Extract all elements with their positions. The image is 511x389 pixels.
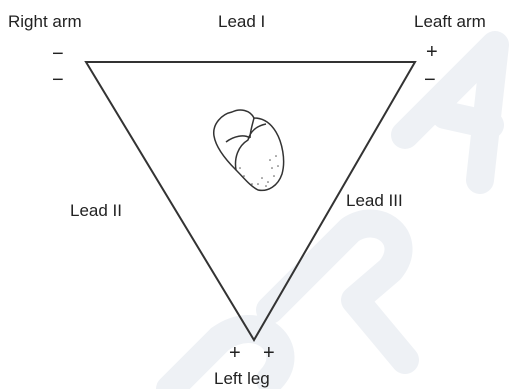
heart-icon: [214, 110, 284, 190]
left-arm-sign-top: +: [426, 42, 438, 62]
heart-texture: [239, 155, 279, 187]
left-arm-label: Leaft arm: [414, 13, 486, 30]
left-leg-sign-right: +: [263, 343, 275, 363]
left-arm-sign-bottom: −: [424, 70, 436, 90]
right-arm-label: Right arm: [8, 13, 82, 30]
lead-3-label: Lead III: [346, 192, 403, 209]
lead-2-label: Lead II: [70, 202, 122, 219]
right-arm-sign-bottom: −: [52, 70, 64, 90]
lead-1-label: Lead I: [218, 13, 265, 30]
right-arm-sign-top: −: [52, 44, 64, 64]
left-leg-sign-left: +: [229, 343, 241, 363]
left-leg-label: Left leg: [214, 370, 270, 387]
